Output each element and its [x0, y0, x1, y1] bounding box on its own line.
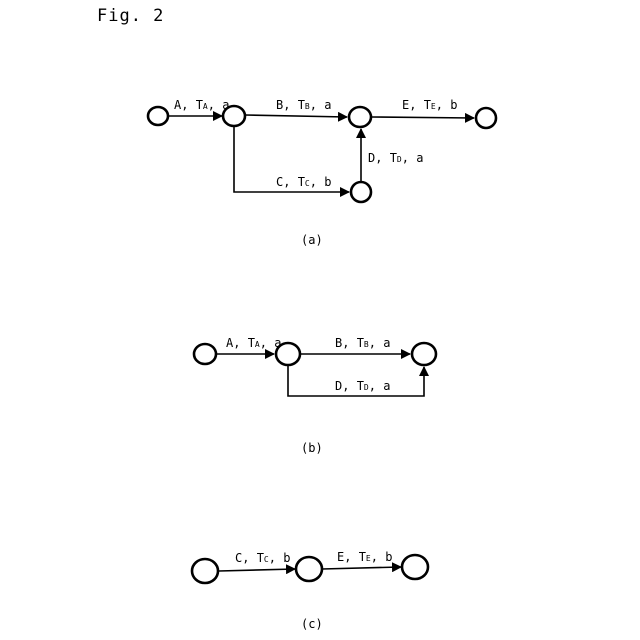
node-c-3: [402, 555, 428, 579]
panel-caption-c: (c): [301, 617, 323, 631]
panel-caption-a: (a): [301, 233, 323, 247]
panel-caption-b: (b): [301, 441, 323, 455]
node-b-1: [194, 344, 216, 364]
node-c-2: [296, 557, 322, 581]
edge-label-c-E: E, TE, b: [337, 550, 392, 564]
node-b-3: [412, 343, 436, 365]
edge-label-a-D: D, TD, a: [368, 151, 423, 165]
node-a-5: [351, 182, 371, 202]
node-a-4: [476, 108, 496, 128]
panel-c: C, TC, b E, TE, b (c): [192, 550, 428, 631]
node-c-1: [192, 559, 218, 583]
edge-label-a-A: A, TA, a: [174, 98, 229, 112]
edge-label-a-E: E, TE, b: [402, 98, 457, 112]
edge-a-B: [245, 115, 347, 117]
edge-label-a-B: B, TB, a: [276, 98, 331, 112]
edge-a-E: [371, 117, 474, 118]
edge-label-a-C: C, TC, b: [276, 175, 331, 189]
panel-b: A, TA, a B, TB, a D, TD, a (b): [194, 336, 436, 455]
edge-c-C: [219, 569, 295, 571]
edge-c-E: [322, 567, 401, 569]
edge-label-b-D: D, TD, a: [335, 379, 390, 393]
panel-a: A, TA, a B, TB, a E, TE, b D, TD, a C, T…: [148, 98, 496, 247]
edge-label-b-B: B, TB, a: [335, 336, 390, 350]
edge-label-c-C: C, TC, b: [235, 551, 290, 565]
edge-label-b-A: A, TA, a: [226, 336, 281, 350]
node-a-3: [349, 107, 371, 127]
node-a-1: [148, 107, 168, 125]
